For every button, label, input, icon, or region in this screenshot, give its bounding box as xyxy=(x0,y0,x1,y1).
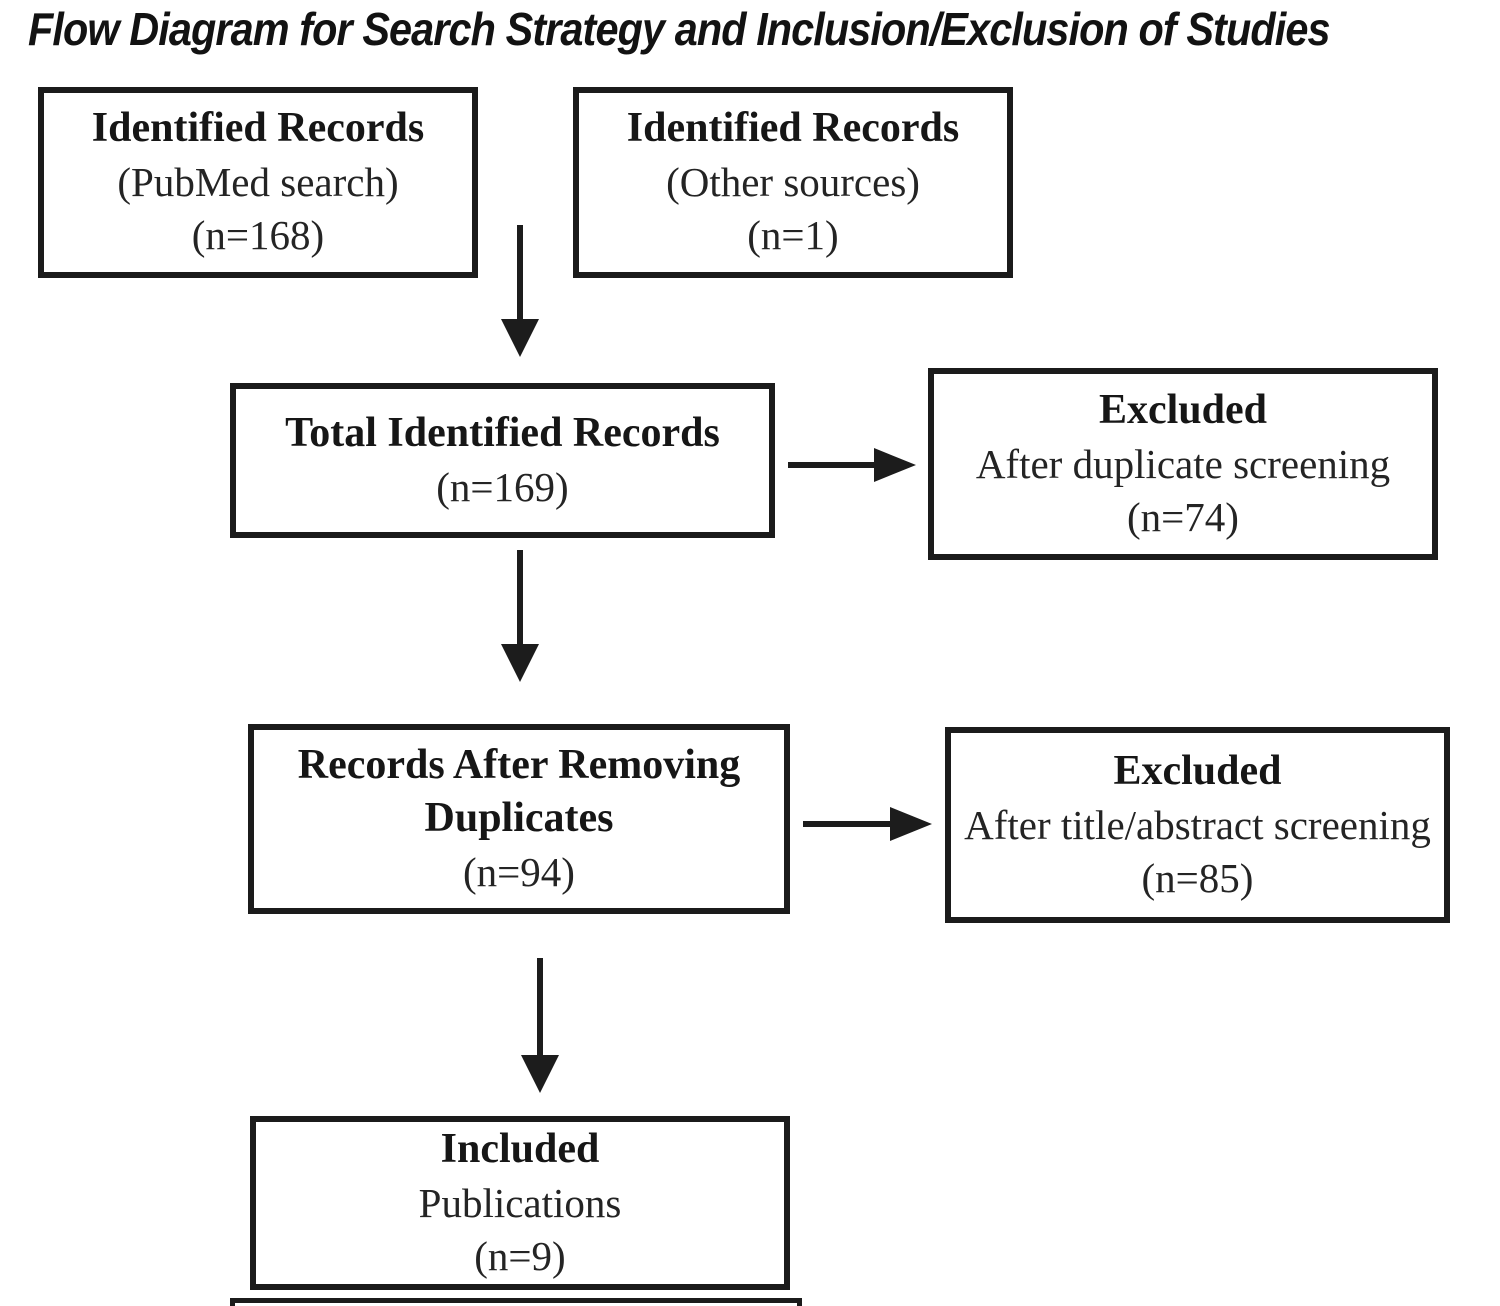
arrow-shaft xyxy=(517,225,523,319)
arrow-shaft xyxy=(803,821,890,827)
arrow-total-to-excluded-duplicates xyxy=(788,447,916,483)
arrow-records-to-included xyxy=(520,958,560,1093)
arrow-shaft xyxy=(517,550,523,644)
box-heading: Included xyxy=(440,1125,600,1172)
box-line: (n=169) xyxy=(436,463,569,510)
box-line: (Other sources) xyxy=(666,159,920,206)
box-line: (n=94) xyxy=(463,849,575,896)
arrow-head-right-icon xyxy=(890,807,932,841)
box-line: (n=85) xyxy=(1141,854,1254,901)
box-heading: Total Identified Records xyxy=(285,409,720,456)
box-line: (PubMed search) xyxy=(117,159,399,206)
box-line: After duplicate screening xyxy=(975,440,1391,487)
arrow-head-down-icon xyxy=(501,319,539,357)
box-cutoff-partial xyxy=(230,1298,802,1306)
box-line: After title/abstract screening xyxy=(964,801,1431,848)
arrow-records-to-excluded-title-abstract xyxy=(803,806,932,842)
arrow-head-down-icon xyxy=(521,1055,559,1093)
arrow-head-down-icon xyxy=(501,644,539,682)
box-line: (n=1) xyxy=(747,212,839,259)
box-excluded-duplicates: Excluded After duplicate screening (n=74… xyxy=(928,368,1438,560)
box-total-identified: Total Identified Records (n=169) xyxy=(230,383,775,538)
box-line: (n=74) xyxy=(1127,493,1239,540)
diagram-title: Flow Diagram for Search Strategy and Inc… xyxy=(28,3,1330,55)
box-line: Publications xyxy=(418,1179,622,1226)
box-excluded-title-abstract: Excluded After title/abstract screening … xyxy=(945,727,1450,923)
arrow-shaft xyxy=(788,462,874,468)
box-records-after-removing-duplicates: Records After Removing Duplicates (n=94) xyxy=(248,724,790,914)
box-heading: Excluded xyxy=(1098,386,1268,433)
box-identified-other: Identified Records (Other sources) (n=1) xyxy=(573,87,1013,278)
box-heading: Records After Removing Duplicates xyxy=(297,741,741,842)
box-heading: Identified Records xyxy=(91,105,425,152)
box-heading: Identified Records xyxy=(626,105,960,152)
box-heading: Excluded xyxy=(1113,747,1282,794)
box-identified-pubmed: Identified Records (PubMed search) (n=16… xyxy=(38,87,478,278)
box-line: (n=9) xyxy=(474,1232,566,1279)
arrow-shaft xyxy=(537,958,543,1055)
arrow-identified-to-total xyxy=(500,225,540,357)
arrow-total-to-records-after-duplicates xyxy=(500,550,540,682)
arrow-head-right-icon xyxy=(874,448,916,482)
box-included-publications: Included Publications (n=9) xyxy=(250,1116,790,1290)
box-line: (n=168) xyxy=(191,212,325,259)
